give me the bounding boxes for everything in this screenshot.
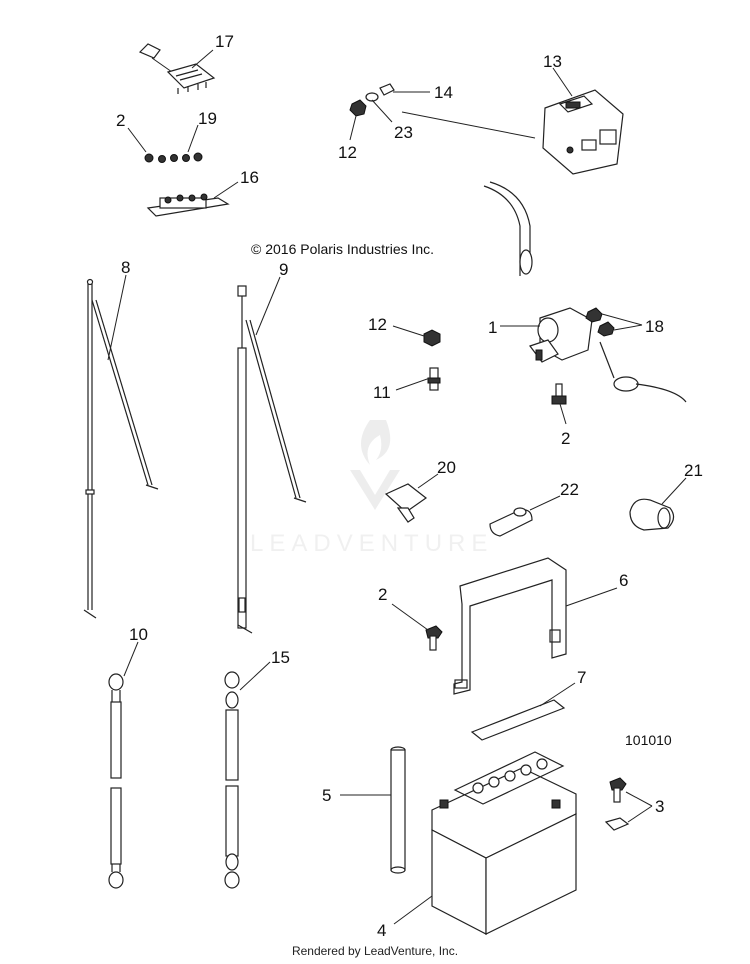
part-2-screw-top — [144, 152, 203, 163]
leader-7 — [539, 682, 576, 707]
leader-11 — [395, 377, 431, 391]
callout-2-bottom: 2 — [378, 585, 387, 604]
callout-17: 17 — [215, 32, 234, 51]
part-8-cable — [83, 278, 159, 619]
part-13-box — [542, 89, 624, 175]
leader-6 — [565, 587, 618, 607]
callout-13: 13 — [543, 52, 562, 71]
leader-3b — [627, 805, 653, 823]
part-6-strap — [453, 557, 567, 695]
leader-13-link — [401, 111, 536, 139]
part-3-nut — [604, 817, 630, 831]
callout-15: 15 — [271, 648, 290, 667]
part-10-cable — [108, 673, 124, 889]
part-cable-top — [483, 181, 687, 403]
watermark-text: LEADVENTURE — [250, 530, 493, 557]
leader-13 — [552, 67, 573, 97]
part-12-nut-mid — [423, 329, 441, 347]
leader-3a — [625, 791, 653, 807]
leader-2-bottom — [391, 603, 429, 631]
part-17-cover — [138, 43, 216, 94]
part-3-bolt — [609, 777, 627, 803]
copyright-text: © 2016 Polaris Industries Inc. — [251, 241, 434, 257]
part-2-screw-mid — [551, 383, 567, 405]
callout-21: 21 — [684, 461, 703, 480]
part-18-nuts — [585, 307, 615, 337]
part-14-screw — [379, 83, 395, 96]
reference-number: 101010 — [625, 732, 672, 748]
callout-1: 1 — [488, 318, 497, 337]
callout-12-mid: 12 — [368, 315, 387, 334]
part-21-boot — [629, 498, 675, 531]
part-4-battery — [431, 751, 577, 935]
leader-17 — [191, 49, 214, 69]
leader-10 — [123, 641, 139, 677]
callout-9: 9 — [279, 260, 288, 279]
leader-15 — [239, 661, 271, 691]
leader-4 — [393, 895, 433, 925]
leader-22 — [529, 495, 561, 511]
part-16-bus-bar — [146, 193, 230, 217]
leader-2-mid — [559, 403, 567, 425]
part-2-screw-bottom — [425, 625, 443, 651]
part-22-boot — [489, 507, 533, 537]
leader-16 — [213, 181, 239, 199]
leadventure-watermark: LEADVENTURE — [250, 420, 493, 557]
part-12-nut-top — [349, 99, 367, 117]
callout-19: 19 — [198, 109, 217, 128]
part-11-stud — [427, 367, 441, 391]
leader-18a — [601, 313, 643, 326]
callout-4: 4 — [377, 921, 386, 940]
callout-6: 6 — [619, 571, 628, 590]
callout-8: 8 — [121, 258, 130, 277]
callout-3: 3 — [655, 797, 664, 816]
part-5-tube — [390, 746, 406, 874]
part-7-pad — [470, 699, 566, 741]
callout-12-top: 12 — [338, 143, 357, 162]
part-1-solenoid — [529, 307, 593, 363]
leader-20 — [417, 473, 439, 489]
leader-8 — [107, 274, 127, 361]
leader-9 — [255, 276, 281, 336]
leader-21 — [661, 477, 687, 505]
callout-7: 7 — [577, 668, 586, 687]
callout-2-top: 2 — [116, 111, 125, 130]
callout-2-mid: 2 — [561, 429, 570, 448]
callout-10: 10 — [129, 625, 148, 644]
leader-23 — [371, 99, 393, 123]
callout-16: 16 — [240, 168, 259, 187]
part-9-cable — [237, 285, 307, 634]
callout-22: 22 — [560, 480, 579, 499]
callout-5: 5 — [322, 786, 331, 805]
callout-18: 18 — [645, 317, 664, 336]
leader-12-mid — [392, 325, 425, 337]
callout-23: 23 — [394, 123, 413, 142]
leader-2-top — [127, 127, 147, 153]
callout-14: 14 — [434, 83, 453, 102]
callout-20: 20 — [437, 458, 456, 477]
leader-12-top — [349, 115, 357, 141]
part-20-boot — [384, 483, 428, 523]
part-23-washer — [365, 92, 379, 102]
footer-credit: Rendered by LeadVenture, Inc. — [291, 944, 459, 958]
leader-18b — [613, 324, 643, 331]
leader-19 — [187, 124, 199, 153]
part-15-cable — [224, 671, 240, 889]
callout-11: 11 — [373, 383, 391, 402]
